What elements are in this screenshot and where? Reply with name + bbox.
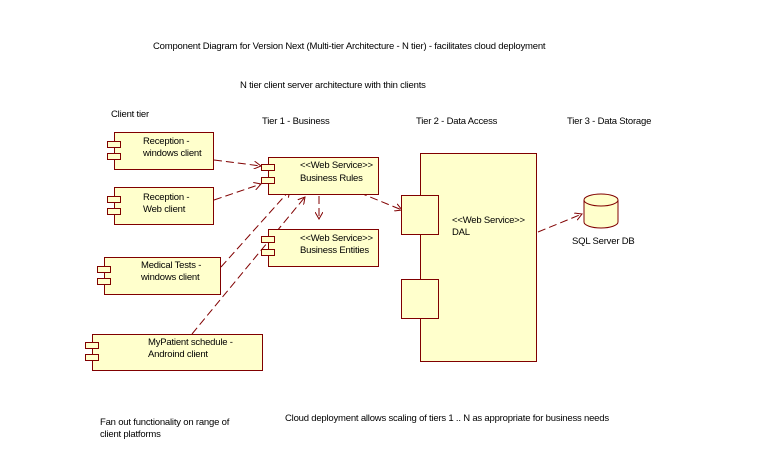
fan-out-note: Fan out functionality on range of: [100, 417, 230, 428]
dal-interface-port-bottom: [401, 279, 439, 319]
component-port: [85, 354, 99, 361]
sql-server-db-label: SQL Server DB: [572, 236, 635, 247]
component-label: Web client: [143, 204, 186, 215]
component-label: windows client: [143, 148, 202, 159]
dependency-reception-windows-to-business-rules: [213, 159, 261, 166]
data-access-tier-label: Tier 2 - Data Access: [416, 116, 498, 127]
component-port: [85, 342, 99, 349]
fan-out-note-line2: client platforms: [100, 429, 161, 440]
component-label: Medical Tests -: [141, 260, 202, 271]
dependency-medical-tests-to-business-rules: [220, 190, 290, 268]
component-label: windows client: [141, 272, 200, 283]
component-label: Reception -: [143, 192, 190, 203]
cloud-deployment-note: Cloud deployment allows scaling of tiers…: [285, 413, 609, 424]
component-label: Androind client: [148, 349, 208, 360]
dependency-business-rules-to-dal: [347, 187, 402, 210]
stereotype-label: <<Web Service>>: [300, 160, 373, 171]
component-port: [261, 236, 275, 243]
diagram-title: Component Diagram for Version Next (Mult…: [153, 41, 546, 52]
component-port: [97, 278, 111, 285]
business-tier-label: Tier 1 - Business: [262, 116, 330, 127]
stereotype-label: <<Web Service>>: [452, 215, 525, 226]
diagram-subtitle: N tier client server architecture with t…: [240, 80, 426, 91]
database-icon: [583, 193, 619, 229]
dependency-dal-to-sql-server: [537, 214, 582, 233]
client-tier-label: Client tier: [111, 109, 149, 120]
component-port: [107, 141, 121, 148]
component-label: DAL: [452, 227, 470, 238]
dal-interface-port-top: [401, 195, 439, 235]
component-port: [261, 249, 275, 256]
dependency-reception-web-to-business-rules: [213, 184, 261, 201]
component-port: [107, 208, 121, 215]
component-port: [97, 266, 111, 273]
component-port: [261, 177, 275, 184]
stereotype-label: <<Web Service>>: [300, 233, 373, 244]
component-label: Business Rules: [300, 173, 363, 184]
component-label: MyPatient schedule -: [148, 337, 233, 348]
data-storage-tier-label: Tier 3 - Data Storage: [567, 116, 652, 127]
component-label: Reception -: [143, 136, 190, 147]
component-port: [261, 164, 275, 171]
dependency-mypatient-to-business-rules: [191, 197, 305, 335]
component-port: [107, 153, 121, 160]
component-port: [107, 196, 121, 203]
component-label: Business Entities: [300, 245, 369, 256]
